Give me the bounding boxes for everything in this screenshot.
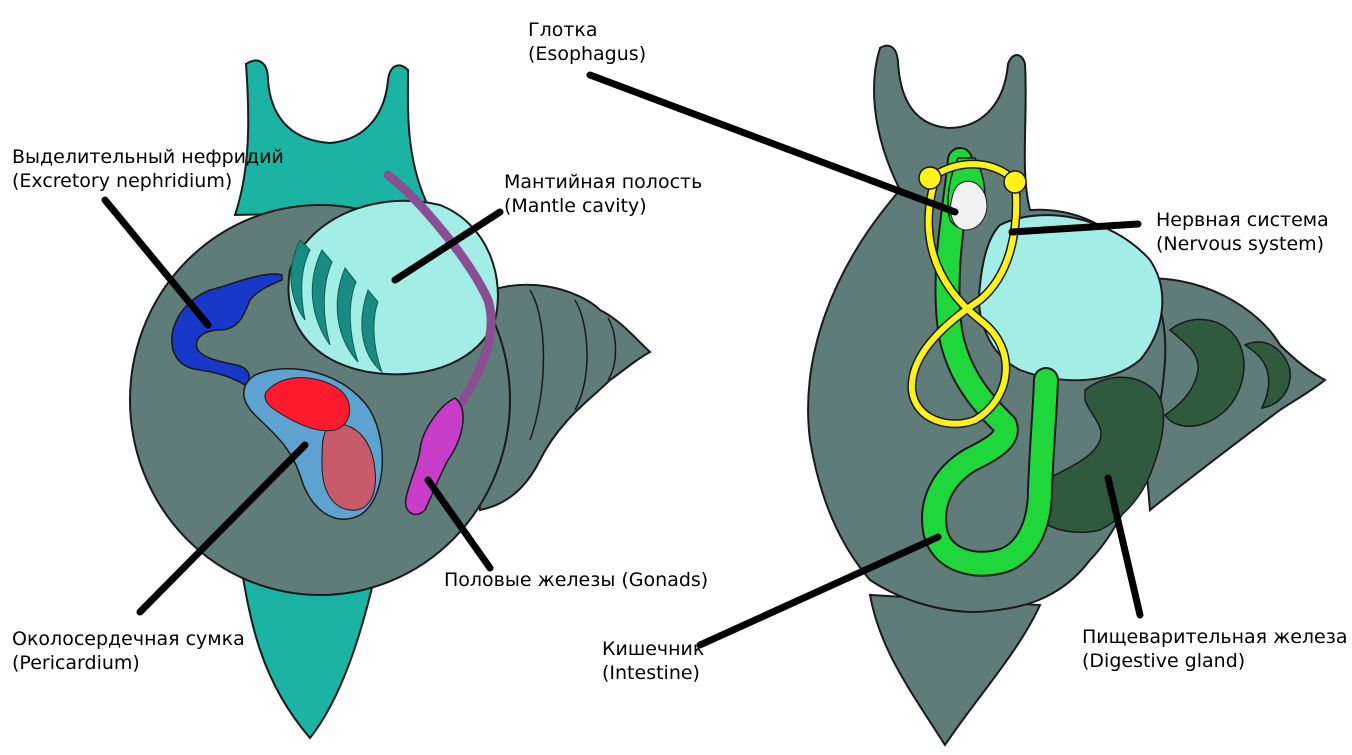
right-esophagus-radula — [951, 181, 987, 230]
label-esophagus: Глотка (Esophagus) — [528, 18, 646, 66]
label-excretory: Выделительный нефридий (Excretory nephri… — [12, 145, 284, 193]
label-intestine: Кишечник (Intestine) — [602, 637, 704, 685]
label-pericardium: Околосердечная сумка (Pericardium) — [12, 627, 245, 675]
label-digestive: Пищеварительная железа (Digestive gland) — [1082, 625, 1348, 673]
label-digestive-ru: Пищеварительная железа — [1082, 625, 1348, 649]
label-nervous-en: (Nervous system) — [1156, 232, 1329, 256]
label-pericardium-ru: Околосердечная сумка — [12, 627, 245, 651]
label-gonads: Половые железы (Gonads) — [444, 568, 708, 592]
label-nervous-ru: Нервная система — [1156, 208, 1329, 232]
right-ganglion-left — [919, 167, 941, 189]
label-pericardium-en: (Pericardium) — [12, 651, 245, 675]
label-nervous: Нервная система (Nervous system) — [1156, 208, 1329, 256]
right-ganglion-right — [1004, 171, 1026, 193]
label-intestine-en: (Intestine) — [602, 661, 704, 685]
label-mantle-ru: Мантийная полость — [504, 170, 702, 194]
label-mantle-en: (Mantle cavity) — [504, 194, 702, 218]
label-digestive-en: (Digestive gland) — [1082, 649, 1348, 673]
label-excretory-ru: Выделительный нефридий — [12, 145, 284, 169]
label-mantle: Мантийная полость (Mantle cavity) — [504, 170, 702, 218]
label-intestine-ru: Кишечник — [602, 637, 704, 661]
right-foot — [870, 595, 1040, 745]
label-excretory-en: (Excretory nephridium) — [12, 169, 284, 193]
label-esophagus-ru: Глотка — [528, 18, 646, 42]
label-esophagus-en: (Esophagus) — [528, 42, 646, 66]
label-gonads-ru: Половые железы (Gonads) — [444, 568, 708, 592]
